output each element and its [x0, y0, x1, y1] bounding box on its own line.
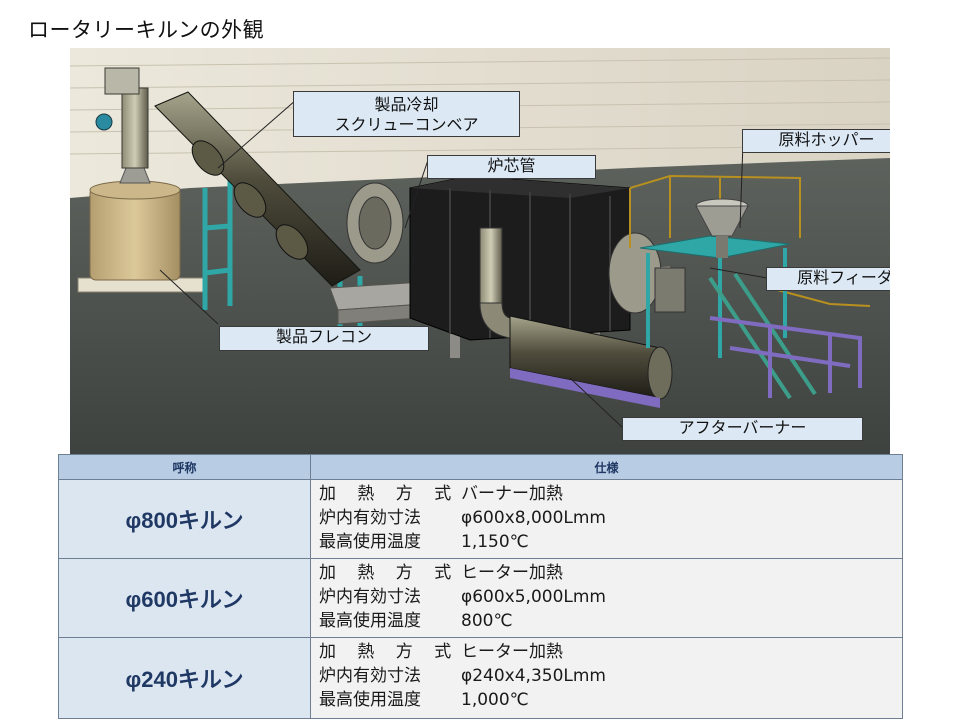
table-row: φ600キルン 加 熱 方 式 ヒーター加熱 炉内有効寸法 φ600x5,000… [58, 558, 903, 638]
spec-value: φ600x8,000Lmm [461, 508, 606, 528]
hopper-platform-structure [639, 235, 817, 400]
spec-value: ヒーター加熱 [461, 563, 563, 583]
callout-cooling-conveyor: 製品冷却 スクリューコンベア [293, 91, 520, 137]
kiln-spec: 加 熱 方 式 バーナー加熱 炉内有効寸法 φ600x8,000Lmm 最高使用… [310, 479, 903, 559]
screw-conveyor-shape [154, 91, 361, 287]
kiln-name: φ600キルン [58, 558, 311, 638]
callout-raw-feeder: 原料フィーダー [766, 267, 890, 291]
spec-effective-size: 炉内有効寸法 φ600x5,000Lmm [319, 585, 902, 609]
table-row: φ240キルン 加 熱 方 式 ヒーター加熱 炉内有効寸法 φ240x4,350… [58, 637, 903, 719]
callout-leaders [159, 99, 768, 429]
spec-key: 最高使用温度 [319, 532, 421, 552]
spec-max-temp: 最高使用温度 1,150℃ [319, 530, 902, 554]
conveyor-inlet-shape [95, 67, 149, 169]
spec-effective-size: 炉内有効寸法 φ240x4,350Lmm [319, 664, 902, 688]
spec-effective-size: 炉内有効寸法 φ600x8,000Lmm [319, 506, 902, 530]
spec-key: 炉内有効寸法 [319, 666, 421, 686]
callout-cooling-conveyor-line2: スクリューコンベア [334, 115, 479, 134]
afterburner-shape [479, 227, 673, 408]
table-header-row: 呼称 仕様 [58, 454, 903, 480]
spec-value: ヒーター加熱 [461, 642, 563, 662]
furnace-body-shape [409, 175, 631, 341]
table-row: φ800キルン 加 熱 方 式 バーナー加熱 炉内有効寸法 φ600x8,000… [58, 479, 903, 559]
spec-key: 加 熱 方 式 [319, 642, 460, 662]
spec-key: 加 熱 方 式 [319, 484, 460, 504]
callout-raw-hopper: 原料ホッパー [742, 129, 890, 153]
header-name: 呼称 [58, 454, 311, 480]
kiln-inlet-hood [346, 182, 404, 264]
callout-product-bag: 製品フレコン [219, 326, 429, 351]
spec-key: 炉内有効寸法 [319, 587, 421, 607]
spec-heating-method: 加 熱 方 式 バーナー加熱 [319, 482, 902, 506]
spec-value: 1,150℃ [461, 532, 529, 552]
spec-key: 炉内有効寸法 [319, 508, 421, 528]
header-spec: 仕様 [310, 454, 903, 480]
product-bag-shape [77, 157, 207, 293]
rotary-kiln-illustration: 製品冷却 スクリューコンベア 炉芯管 原料ホッパー 原料フィーダー 製品フレコン… [70, 48, 890, 456]
spec-value: φ600x5,000Lmm [461, 587, 606, 607]
kiln-spec: 加 熱 方 式 ヒーター加熱 炉内有効寸法 φ240x4,350Lmm 最高使用… [310, 637, 903, 719]
spec-heating-method: 加 熱 方 式 ヒーター加熱 [319, 561, 902, 585]
callout-afterburner: アフターバーナー [622, 417, 863, 441]
spec-max-temp: 最高使用温度 1,000℃ [319, 688, 902, 712]
spec-max-temp: 最高使用温度 800℃ [319, 609, 902, 633]
spec-key: 最高使用温度 [319, 611, 421, 631]
spec-value: φ240x4,350Lmm [461, 666, 606, 686]
kiln-name: φ800キルン [58, 479, 311, 559]
spec-value: 1,000℃ [461, 690, 529, 710]
callout-cooling-conveyor-line1: 製品冷却 [374, 95, 439, 114]
kiln-name: φ240キルン [58, 637, 311, 719]
raw-hopper-shape [695, 198, 749, 258]
spec-value: 800℃ [461, 611, 513, 631]
spec-value: バーナー加熱 [461, 484, 563, 504]
callout-furnace-tube: 炉芯管 [427, 155, 596, 179]
spec-key: 最高使用温度 [319, 690, 421, 710]
spec-key: 加 熱 方 式 [319, 563, 460, 583]
kiln-spec: 加 熱 方 式 ヒーター加熱 炉内有効寸法 φ600x5,000Lmm 最高使用… [310, 558, 903, 638]
kiln-spec-table: 呼称 仕様 φ800キルン 加 熱 方 式 バーナー加熱 炉内有効寸法 φ600… [58, 454, 903, 719]
spec-heating-method: 加 熱 方 式 ヒーター加熱 [319, 640, 902, 664]
page-title: ロータリーキルンの外観 [28, 18, 265, 42]
lower-support-frame [709, 316, 862, 398]
